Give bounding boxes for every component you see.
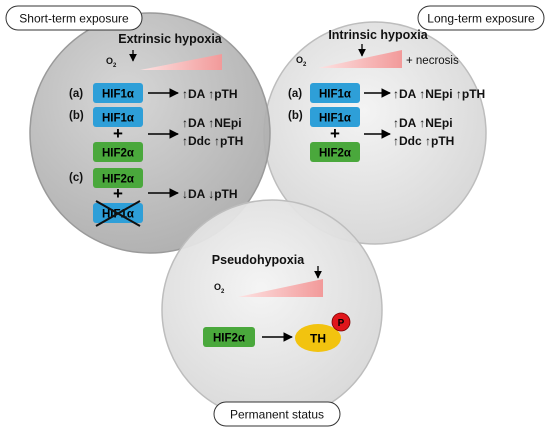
svg-text:P: P — [338, 318, 345, 329]
extrinsic-row-a-label: (a) — [69, 88, 83, 100]
intrinsic-row-b-effects-2: ↑Ddc ↑pTH — [393, 134, 454, 148]
intrinsic-row-a-effects: ↑DA ↑NEpi ↑pTH — [393, 87, 485, 101]
extrinsic-row-b-plus-icon: + — [113, 124, 123, 143]
svg-text:HIF2α: HIF2α — [102, 174, 134, 186]
svg-text:TH: TH — [310, 332, 326, 346]
extrinsic-row-b-effects-2: ↑Ddc ↑pTH — [182, 134, 243, 148]
svg-text:HIF2α: HIF2α — [213, 333, 245, 345]
extrinsic-row-b-hif1-box: HIF1α — [93, 107, 143, 127]
extrinsic-title: Extrinsic hypoxia — [118, 32, 223, 46]
knockout-cross-icon — [95, 200, 141, 227]
pseudohypoxia-circle — [161, 199, 383, 421]
pseudo-hif2-box: HIF2α — [203, 327, 255, 347]
intrinsic-row-b-effects-1: ↑DA ↑NEpi — [393, 116, 453, 130]
th-ellipse: TH — [295, 324, 341, 352]
extrinsic-row-b-label: (b) — [69, 110, 84, 122]
extrinsic-circle — [29, 12, 271, 254]
extrinsic-row-c-hif2-box: HIF2α — [93, 168, 143, 188]
intrinsic-row-b-label: (b) — [288, 110, 303, 122]
permanent-pill: Permanent status — [213, 401, 341, 427]
intrinsic-row-b-hif2-box: HIF2α — [310, 142, 360, 162]
svg-text:HIF1α: HIF1α — [102, 89, 134, 101]
svg-text:HIF1α: HIF1α — [102, 113, 134, 125]
extrinsic-row-b-hif2-box: HIF2α — [93, 142, 143, 162]
intrinsic-row-a-hif1-box: HIF1α — [310, 83, 360, 103]
extrinsic-o2-wedge — [140, 54, 222, 70]
svg-text:HIF2α: HIF2α — [319, 148, 351, 160]
svg-text:HIF1α: HIF1α — [319, 113, 351, 125]
svg-text:HIF2α: HIF2α — [102, 148, 134, 160]
long-term-pill: Long-term exposure — [417, 5, 545, 31]
intrinsic-row-a-label: (a) — [288, 88, 302, 100]
intrinsic-title: Intrinsic hypoxia — [328, 28, 428, 42]
svg-text:HIF1α: HIF1α — [319, 89, 351, 101]
pseudo-o2-label: O2 — [214, 282, 225, 295]
phosphate-badge: P — [331, 312, 351, 332]
svg-text:Short-term exposure: Short-term exposure — [19, 12, 129, 26]
extrinsic-row-c-plus-icon: + — [113, 184, 123, 203]
short-term-pill: Short-term exposure — [5, 5, 143, 31]
extrinsic-row-b-effects-1: ↑DA ↑NEpi — [182, 116, 242, 130]
extrinsic-row-a-hif1-box: HIF1α — [93, 83, 143, 103]
intrinsic-o2-wedge — [318, 50, 402, 68]
svg-text:Permanent status: Permanent status — [230, 408, 324, 422]
extrinsic-row-c-effects: ↓DA ↓pTH — [182, 187, 238, 201]
pseudohypoxia-title: Pseudohypoxia — [212, 253, 305, 267]
necrosis-label: + necrosis — [406, 55, 459, 67]
intrinsic-row-b-plus-icon: + — [330, 124, 340, 143]
svg-text:Long-term exposure: Long-term exposure — [427, 12, 535, 26]
extrinsic-row-c-label: (c) — [69, 172, 83, 184]
intrinsic-o2-label: O2 — [296, 55, 307, 68]
extrinsic-o2-label: O2 — [106, 56, 117, 69]
extrinsic-row-a-effects: ↑DA ↑pTH — [182, 87, 238, 101]
pseudo-o2-wedge — [238, 279, 323, 297]
intrinsic-row-b-hif1-box: HIF1α — [310, 107, 360, 127]
